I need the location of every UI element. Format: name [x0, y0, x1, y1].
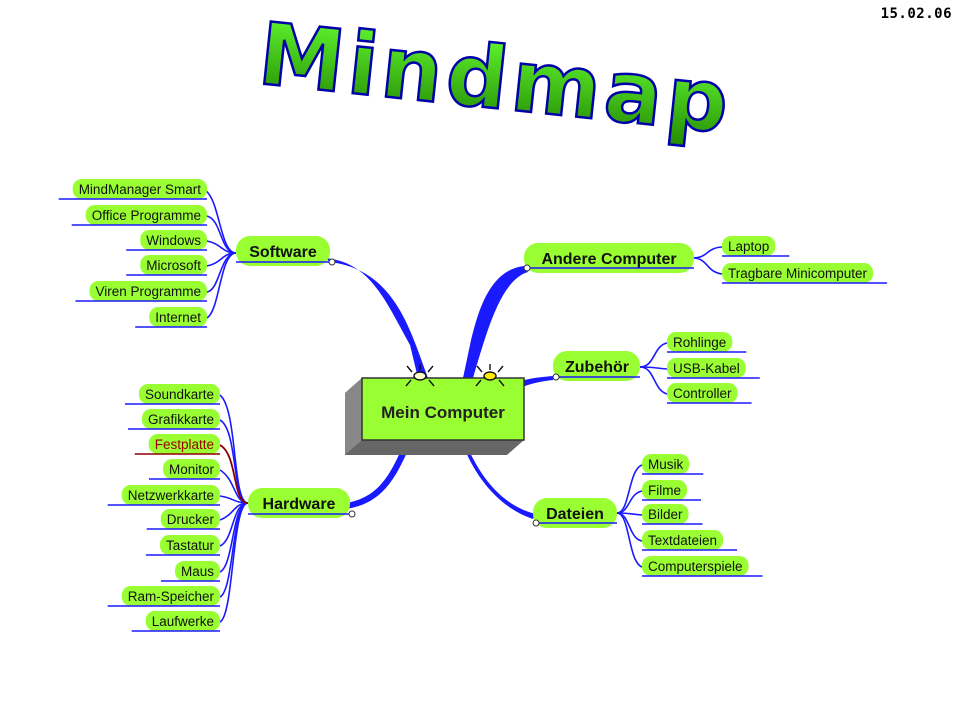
leaf-label: Bilder — [648, 507, 683, 522]
leaf-node-office-programme[interactable]: Office Programme — [71, 205, 207, 226]
node-dateien-label: Dateien — [546, 506, 604, 523]
leaf-node-drucker[interactable]: Drucker — [146, 509, 220, 530]
node-hardware-label: Hardware — [263, 496, 336, 513]
leaf-node-rohlinge[interactable]: Rohlinge — [667, 332, 747, 353]
leaf-label: MindManager Smart — [79, 182, 202, 197]
leaf-node-textdateien[interactable]: Textdateien — [642, 530, 738, 551]
leaf-node-soundkarte[interactable]: Soundkarte — [124, 384, 220, 405]
leaf-node-musik[interactable]: Musik — [642, 454, 704, 475]
leaf-node-tastatur[interactable]: Tastatur — [145, 535, 220, 556]
leaf-node-microsoft[interactable]: Microsoft — [126, 255, 207, 276]
leaf-node-viren-programme[interactable]: Viren Programme — [75, 281, 207, 302]
node-zubehoer-label: Zubehör — [565, 359, 629, 376]
dateien-connectors — [616, 464, 643, 568]
leaf-label: Musik — [648, 457, 684, 472]
leaf-node-monitor[interactable]: Monitor — [148, 459, 220, 480]
leaf-label: Drucker — [167, 512, 215, 527]
leaf-label: Computerspiele — [648, 559, 743, 574]
leaf-label: Netzwerkkarte — [128, 488, 214, 503]
node-dateien[interactable]: Dateien — [532, 498, 617, 528]
leaf-label: Ram-Speicher — [128, 589, 215, 604]
leaf-node-bilder[interactable]: Bilder — [642, 504, 703, 525]
leaf-label: Internet — [155, 310, 201, 325]
node-andere-computer-label: Andere Computer — [541, 251, 676, 268]
leaf-label: Rohlinge — [673, 335, 726, 350]
leaf-node-laptop[interactable]: Laptop — [722, 236, 790, 257]
leaf-node-tragbare-minicomputer[interactable]: Tragbare Minicomputer — [722, 263, 888, 284]
leaf-label: Office Programme — [92, 208, 201, 223]
leaf-label: Maus — [181, 564, 214, 579]
leaf-label: Tastatur — [166, 538, 215, 553]
leaf-node-usb-kabel[interactable]: USB-Kabel — [667, 358, 760, 379]
leaf-node-controller[interactable]: Controller — [667, 383, 752, 404]
leaf-node-netzwerkkarte[interactable]: Netzwerkkarte — [107, 485, 220, 506]
festplatte-connector — [219, 444, 249, 504]
leaf-node-internet[interactable]: Internet — [135, 307, 207, 328]
leaf-label: Tragbare Minicomputer — [728, 266, 868, 281]
leaf-label: Microsoft — [146, 258, 201, 273]
leaf-label: Grafikkarte — [148, 412, 214, 427]
leaf-label: Textdateien — [648, 533, 717, 548]
leaf-label: Filme — [648, 483, 681, 498]
andere-connectors — [692, 246, 723, 275]
zubehoer-connectors — [639, 342, 668, 395]
leaf-node-maus[interactable]: Maus — [160, 561, 220, 582]
lightbulb-icon — [405, 364, 435, 387]
node-hardware[interactable]: Hardware — [248, 488, 356, 518]
leaf-node-grafikkarte[interactable]: Grafikkarte — [127, 409, 220, 430]
mindmap-title: Mindmap — [254, 4, 737, 153]
node-andere-computer[interactable]: Andere Computer — [523, 243, 694, 273]
node-software[interactable]: Software — [236, 236, 336, 266]
leaf-node-laufwerke[interactable]: Laufwerke — [131, 611, 220, 632]
node-software-label: Software — [249, 244, 317, 261]
central-node-label: Mein Computer — [381, 403, 505, 422]
leaf-node-computerspiele[interactable]: Computerspiele — [642, 556, 763, 577]
leaf-node-filme[interactable]: Filme — [642, 480, 701, 501]
leaf-label: Controller — [673, 386, 732, 401]
leaf-label: Viren Programme — [95, 284, 201, 299]
leaf-label: Laptop — [728, 239, 769, 254]
leaf-node-windows[interactable]: Windows — [126, 230, 207, 251]
leaf-label: Festplatte — [155, 437, 214, 452]
leaf-node-festplatte[interactable]: Festplatte — [134, 434, 220, 455]
leaf-node-mindmanager-smart[interactable]: MindManager Smart — [58, 179, 207, 200]
leaf-label: Windows — [146, 233, 201, 248]
lightbulb-icon — [475, 364, 505, 387]
leaf-label: USB-Kabel — [673, 361, 740, 376]
leaf-label: Soundkarte — [145, 387, 214, 402]
node-zubehoer[interactable]: Zubehör — [552, 351, 640, 381]
software-connectors — [204, 189, 237, 319]
date-label: 15.02.06 — [880, 6, 952, 22]
leaf-node-ram-speicher[interactable]: Ram-Speicher — [107, 586, 220, 607]
leaf-label: Monitor — [169, 462, 215, 477]
central-node[interactable]: Mein Computer — [345, 377, 525, 455]
leaf-label: Laufwerke — [152, 614, 214, 629]
hardware-connectors — [219, 394, 249, 623]
